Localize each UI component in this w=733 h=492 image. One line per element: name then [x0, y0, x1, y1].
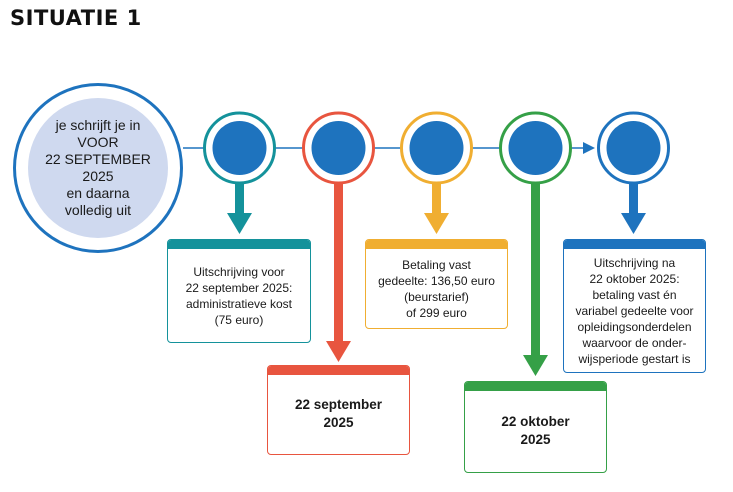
milestone-circle-yellow: [400, 111, 473, 185]
arrow-green: [523, 176, 548, 376]
arrow-red: [326, 176, 351, 362]
date-box-22-oktober: 22 oktober 2025: [464, 381, 607, 473]
info-box-text: Betaling vast gedeelte: 136,50 euro (beu…: [378, 257, 495, 320]
info-box-text: Uitschrijving na 22 oktober 2025: betali…: [575, 255, 694, 366]
info-box-administratieve-kost: Uitschrijving voor 22 september 2025: ad…: [167, 239, 311, 343]
milestone-circle-teal: [203, 111, 276, 185]
date-label: 22 september 2025: [294, 397, 383, 430]
page-title: SITUATIE 1: [10, 6, 142, 30]
arrow-yellow: [424, 176, 449, 234]
info-box-na-22-oktober: Uitschrijving na 22 oktober 2025: betali…: [563, 239, 706, 373]
milestone-circle-blue: [597, 111, 670, 185]
info-box-vast-gedeelte: Betaling vast gedeelte: 136,50 euro (beu…: [365, 239, 508, 329]
info-box-text: Uitschrijving voor 22 september 2025: ad…: [185, 264, 293, 327]
date-label: 22 oktober 2025: [501, 414, 570, 447]
start-circle: je schrijft je in VOOR 22 SEPTEMBER 2025…: [28, 98, 168, 238]
arrow-teal: [227, 176, 252, 234]
milestone-circle-red: [302, 111, 375, 185]
date-box-22-september: 22 september 2025: [267, 365, 410, 455]
arrow-blue: [621, 176, 646, 234]
start-circle-text: je schrijft je in VOOR 22 SEPTEMBER 2025…: [45, 117, 151, 218]
milestone-circle-green: [499, 111, 572, 185]
